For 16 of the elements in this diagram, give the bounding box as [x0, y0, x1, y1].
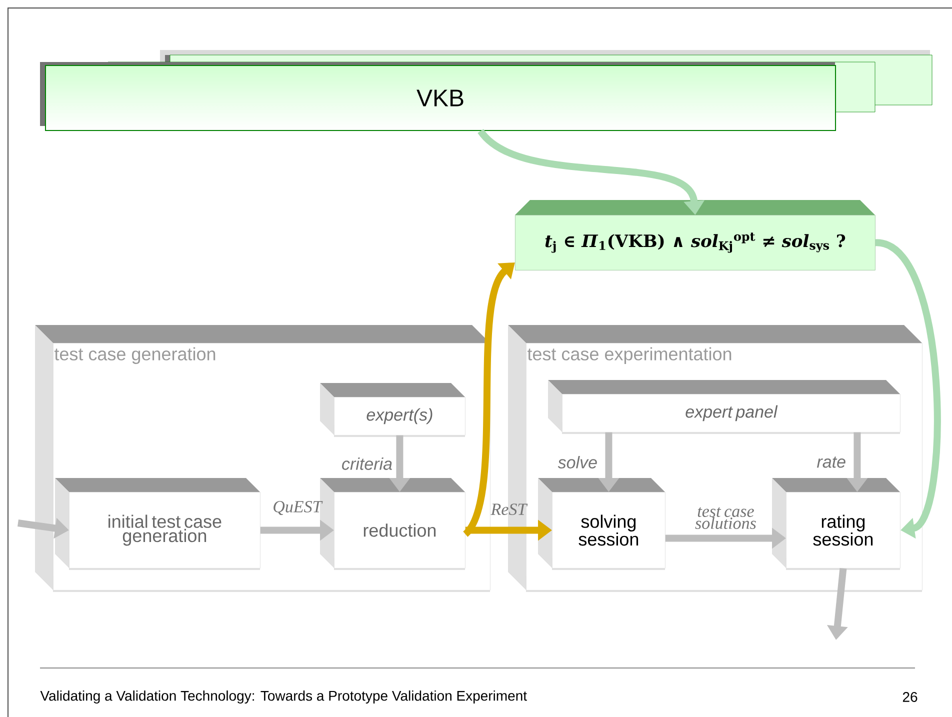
edge-label: rate — [817, 456, 846, 468]
document-stack: VKB — [40, 50, 932, 131]
condition-box: t$_{j}$ ∈ Π$_{1}$(VKB) ∧ sol$_{Kj}$$^{opt}$ ≠ sol$_{sys}$ ? — [515, 200, 876, 270]
process-box: rating session — [772, 478, 900, 570]
edge-label: QuEST — [274, 501, 323, 515]
footer-title: Validating a Validation Technology: Towards a Prototype Validation Experiment — [40, 690, 527, 704]
edge-label: criteria — [342, 457, 392, 470]
arrow — [874, 239, 941, 539]
process-box: solving session — [538, 478, 666, 570]
process-box: initial test case generation — [55, 478, 260, 570]
edge-label: ReST — [490, 504, 528, 516]
role-box: expert(s) — [320, 383, 466, 437]
edge-label: test case solutions — [695, 507, 756, 529]
page-number: 26 — [902, 692, 918, 702]
edge-label: solve — [558, 456, 597, 468]
role-box: expert panel — [548, 380, 900, 434]
